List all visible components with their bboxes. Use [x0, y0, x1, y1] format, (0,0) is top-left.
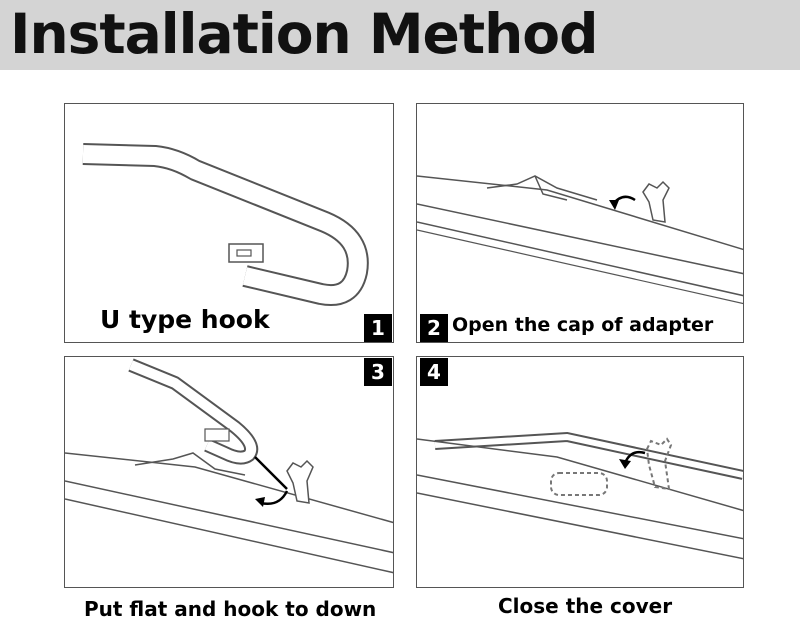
step-2-caption: Open the cap of adapter — [452, 312, 713, 338]
hook-down-illustration — [65, 357, 394, 588]
panel-step-2 — [416, 103, 744, 343]
open-adapter-illustration — [417, 104, 744, 343]
header-bar: Installation Method — [0, 0, 800, 70]
step-1-caption: U type hook — [100, 304, 270, 336]
panel-step-4 — [416, 356, 744, 588]
step-3-caption: Put flat and hook to down — [84, 597, 376, 621]
step-2-badge: 2 — [420, 314, 448, 342]
step-1-badge: 1 — [364, 314, 392, 342]
step-3-badge: 3 — [364, 358, 392, 386]
panel-step-3 — [64, 356, 394, 588]
page-title: Installation Method — [10, 2, 597, 66]
step-4-badge: 4 — [420, 358, 448, 386]
close-cover-illustration — [417, 357, 744, 588]
step-4-caption: Close the cover — [498, 594, 672, 618]
